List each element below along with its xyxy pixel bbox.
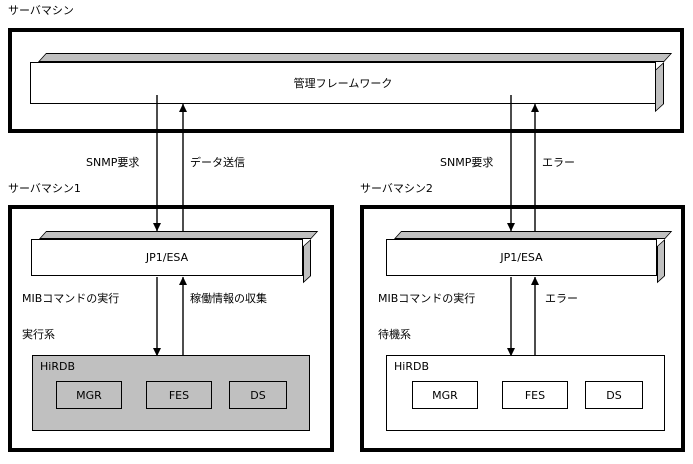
server2-agent-side-face bbox=[657, 239, 665, 284]
management-framework-label: 管理フレームワーク bbox=[30, 62, 656, 104]
server1-internal-link-label-down: MIBコマンドの実行 bbox=[22, 292, 120, 305]
server2-hirdb-label: HiRDB bbox=[394, 360, 429, 373]
server1-agent-top-face bbox=[39, 231, 319, 239]
server1-internal-link-label-up: 稼働情報の収集 bbox=[190, 292, 267, 305]
management-framework-side-face bbox=[655, 62, 664, 113]
server1-agent-side-face bbox=[303, 239, 311, 284]
link-label-server1-up: データ送信 bbox=[190, 156, 245, 169]
server1-agent-label: JP1/ESA bbox=[31, 239, 303, 276]
server2-agent-top-face bbox=[394, 231, 673, 239]
server2-internal-link-label-down: MIBコマンドの実行 bbox=[378, 292, 476, 305]
server1-caption: サーバマシン1 bbox=[8, 182, 81, 195]
server2-caption: サーバマシン2 bbox=[360, 182, 433, 195]
link-label-server1-down: SNMP要求 bbox=[86, 156, 140, 169]
server1-component-ds: DS bbox=[229, 381, 287, 409]
manager-server-caption: サーバマシン bbox=[8, 4, 74, 17]
server1-component-fes: FES bbox=[146, 381, 212, 409]
server2-agent-label: JP1/ESA bbox=[386, 239, 657, 276]
server2-system-role: 待機系 bbox=[378, 328, 411, 341]
server2-internal-link-label-up: エラー bbox=[545, 292, 578, 305]
server2-hirdb-box: HiRDB MGR FES DS bbox=[386, 355, 665, 431]
server2-component-fes: FES bbox=[502, 381, 568, 409]
server2-component-mgr: MGR bbox=[412, 381, 478, 409]
management-framework-box: 管理フレームワーク bbox=[30, 53, 673, 113]
server1-system-role: 実行系 bbox=[22, 328, 55, 341]
server1-hirdb-box: HiRDB MGR FES DS bbox=[32, 355, 310, 431]
link-label-server2-down: SNMP要求 bbox=[440, 156, 494, 169]
server1-component-mgr: MGR bbox=[56, 381, 122, 409]
server1-hirdb-label: HiRDB bbox=[40, 360, 75, 373]
link-label-server2-up: エラー bbox=[542, 156, 575, 169]
management-framework-top-face bbox=[38, 53, 673, 62]
server2-agent-box: JP1/ESA bbox=[386, 231, 673, 284]
server2-component-ds: DS bbox=[585, 381, 643, 409]
server1-agent-box: JP1/ESA bbox=[31, 231, 319, 284]
